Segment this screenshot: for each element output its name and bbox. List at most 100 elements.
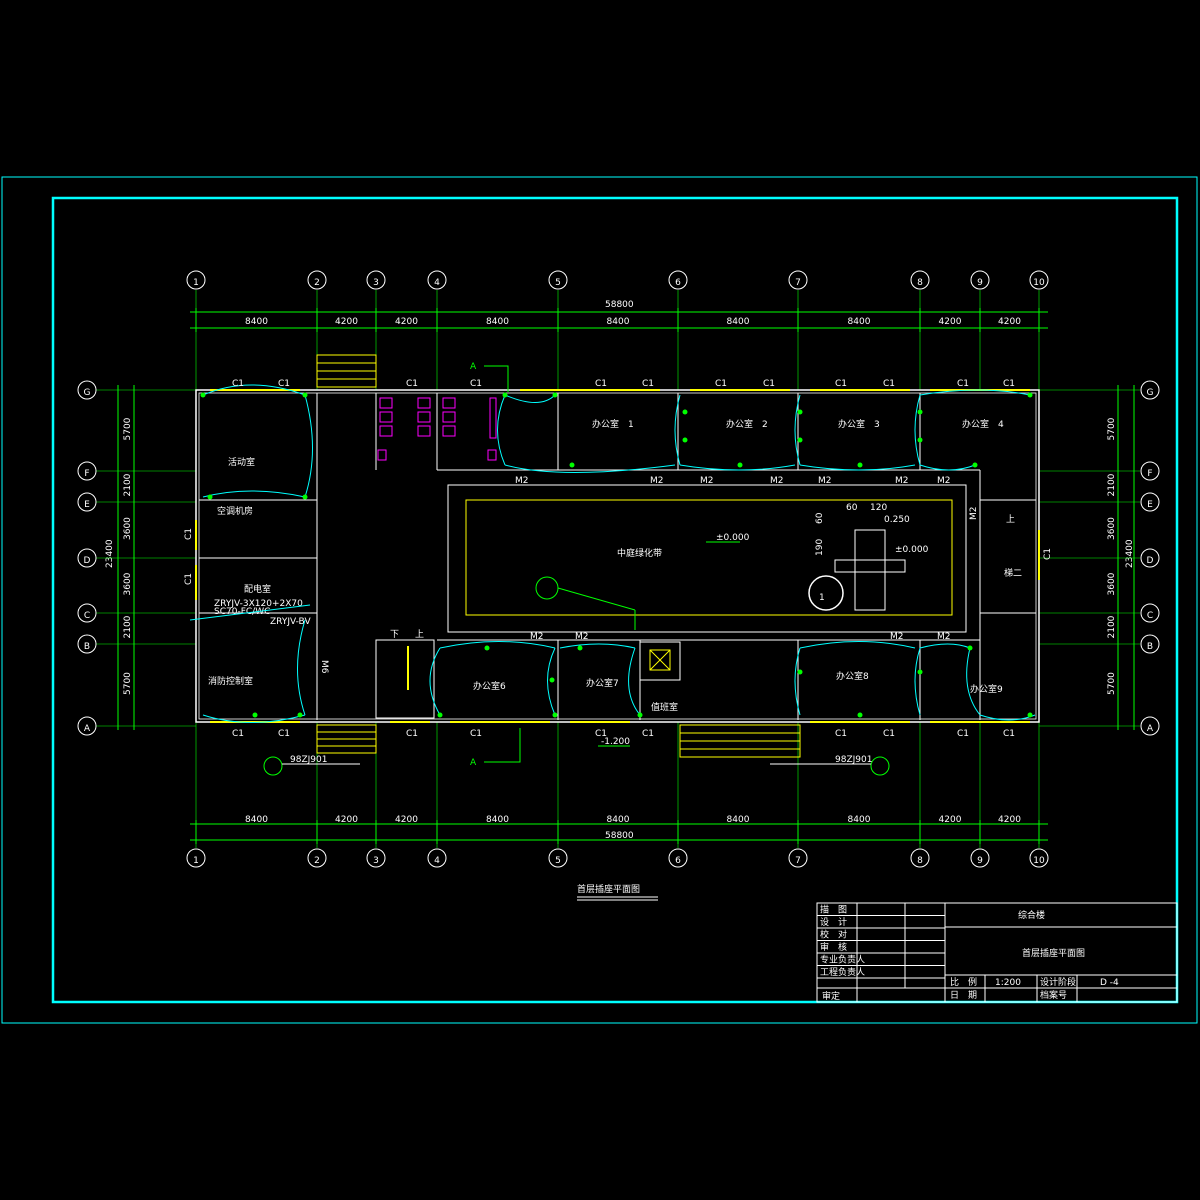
axis-grid: [96, 290, 1140, 848]
courtyard-label: 中庭绿化带: [617, 547, 662, 559]
room-office-7: 办公室7: [586, 677, 619, 689]
socket-point: [549, 677, 555, 683]
right-span-dim: 2100: [1107, 615, 1117, 638]
axis-bubble-7-bottom: 7: [788, 848, 808, 868]
bottom-span-dim: 8400: [486, 815, 509, 825]
window-tag: C1: [835, 729, 847, 739]
axis-bubble-9-bottom: 9: [970, 848, 990, 868]
axis-number: 6: [675, 278, 681, 288]
socket-point: [552, 392, 558, 398]
window-tag: C1: [715, 379, 727, 389]
ref-right: 98ZJ901: [835, 755, 872, 765]
top-span-dim: 4200: [998, 317, 1021, 327]
axis-letter: B: [1147, 642, 1153, 652]
axis-bubble-1-top: 1: [186, 270, 206, 290]
drawing-title: 首层插座平面图: [577, 883, 640, 895]
axis-bubble-C-right: C: [1140, 603, 1160, 623]
axis-number: 4: [434, 856, 440, 866]
axis-number: 3: [373, 856, 379, 866]
axis-bubble-G-left: G: [77, 380, 97, 400]
right-span-dim: 5700: [1107, 672, 1117, 695]
top-span-dim: 4200: [939, 317, 962, 327]
toilet-fixtures: [377, 397, 497, 461]
axis-bubble-1-bottom: 1: [186, 848, 206, 868]
socket-point: [857, 462, 863, 468]
title-block-row-label: 专业负责人: [820, 954, 865, 966]
axis-letter: C: [84, 611, 90, 621]
axis-bubble-10-top: 10: [1029, 270, 1049, 290]
door-tag-m6: M6: [319, 660, 329, 674]
axis-letter: D: [1147, 556, 1154, 566]
window-tag: C1: [406, 729, 418, 739]
bottom-span-dim: 4200: [939, 815, 962, 825]
title-block-row-label: 工程负责人: [820, 966, 865, 978]
stair-down-label: 下: [390, 630, 399, 640]
axis-letter: E: [1147, 500, 1153, 510]
socket-point: [637, 712, 643, 718]
socket-point: [967, 645, 973, 651]
socket-point: [569, 462, 575, 468]
axis-bubble-8-bottom: 8: [910, 848, 930, 868]
detail-dim-190: 190: [815, 539, 825, 556]
socket-circuits: [202, 384, 1036, 723]
door-tag: M2: [890, 632, 904, 642]
axis-bubble-C-left: C: [77, 603, 97, 623]
scale-value: 1:200: [995, 978, 1021, 988]
axis-number: 1: [193, 856, 199, 866]
socket-point: [917, 437, 923, 443]
door-tag: M2: [515, 476, 529, 486]
section-mark-bottom: A: [470, 758, 477, 768]
window-tag-vertical: C1: [1043, 548, 1053, 560]
left-overall-dim: 23400: [105, 539, 115, 568]
window-tag: C1: [642, 729, 654, 739]
detail-number: 1: [819, 593, 825, 603]
cable-note-1: ZRYJV-3X120+2X70: [214, 599, 303, 609]
socket-point: [502, 392, 508, 398]
top-span-dim: 8400: [607, 317, 630, 327]
window-tag: C1: [406, 379, 418, 389]
room-office-6: 办公室6: [473, 680, 506, 692]
axis-bubble-7-top: 7: [788, 270, 808, 290]
left-span-dim: 5700: [123, 417, 133, 440]
top-span-dim: 8400: [245, 317, 268, 327]
socket-point: [797, 409, 803, 415]
axis-number: 8: [917, 278, 923, 288]
sheet-name: 首层插座平面图: [1022, 947, 1085, 959]
axis-number: 7: [795, 278, 801, 288]
section-detail: 60 120 0.250 ±0.000 60 190 1: [808, 503, 929, 611]
axis-number: 10: [1033, 278, 1045, 288]
project-name: 综合楼: [1018, 909, 1045, 921]
axis-number: 5: [555, 856, 561, 866]
bottom-span-dim: 8400: [848, 815, 871, 825]
room-power: 配电室: [244, 583, 271, 595]
detail-dim-60: 60: [846, 503, 858, 513]
stage-value: D -4: [1100, 978, 1119, 988]
left-span-dim: 3600: [123, 572, 133, 595]
outer-frame: [1, 176, 1198, 1024]
socket-point: [297, 712, 303, 718]
room-ac: 空调机房: [217, 505, 253, 517]
top-span-dim: 4200: [335, 317, 358, 327]
socket-point: [484, 645, 490, 651]
axis-bubble-G-right: G: [1140, 380, 1160, 400]
axis-bubble-6-bottom: 6: [668, 848, 688, 868]
room-office-9: 办公室9: [970, 683, 1003, 695]
axis-number: 1: [193, 278, 199, 288]
right-span-dim: 2100: [1107, 473, 1117, 496]
door-tag: M2: [700, 476, 714, 486]
window-tag: C1: [232, 379, 244, 389]
axis-bubble-3-bottom: 3: [366, 848, 386, 868]
window-tag: C1: [232, 729, 244, 739]
axis-letter: G: [84, 388, 91, 398]
window-tag: C1: [470, 379, 482, 389]
axis-letter: E: [84, 500, 90, 510]
window-tag: C1: [957, 379, 969, 389]
socket-point: [552, 712, 558, 718]
top-overall-dim: 58800: [605, 300, 634, 310]
door-tag: M2: [575, 632, 589, 642]
window-tag: C1: [278, 729, 290, 739]
window-tag: C1: [883, 729, 895, 739]
door-tag: M2: [937, 632, 951, 642]
right-span-dim: 3600: [1107, 572, 1117, 595]
